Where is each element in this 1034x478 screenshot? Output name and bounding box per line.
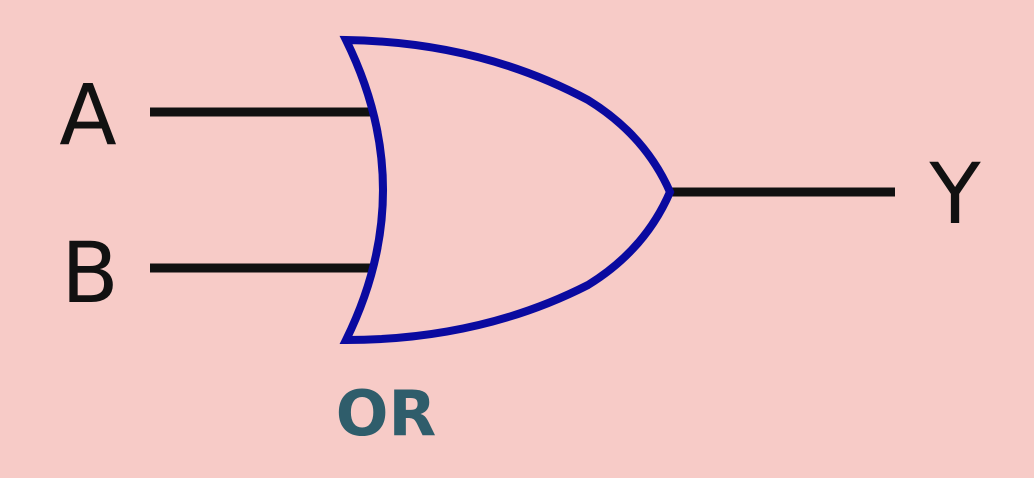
input-label-b: B	[61, 224, 119, 322]
output-label-y: Y	[928, 145, 981, 243]
gate-name-label: OR	[336, 377, 436, 450]
input-label-a: A	[59, 66, 116, 164]
or-gate-body	[339, 35, 675, 345]
